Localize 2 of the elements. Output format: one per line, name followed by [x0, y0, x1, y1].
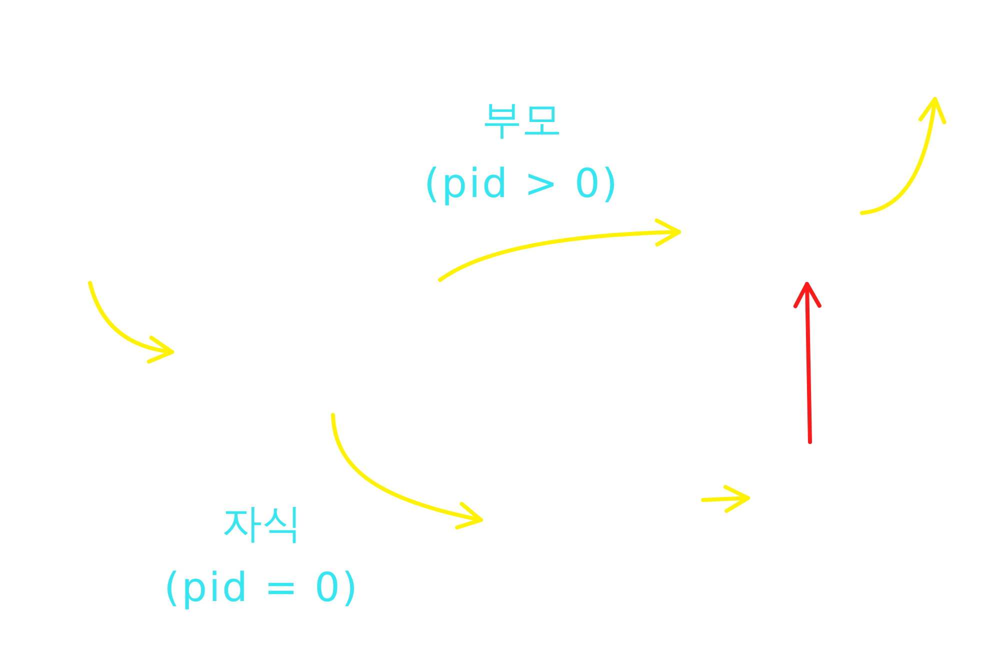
branch-label: 자식 (pid = 0) — [164, 500, 360, 613]
branch-label: 부모 (pid > 0) — [424, 96, 620, 209]
